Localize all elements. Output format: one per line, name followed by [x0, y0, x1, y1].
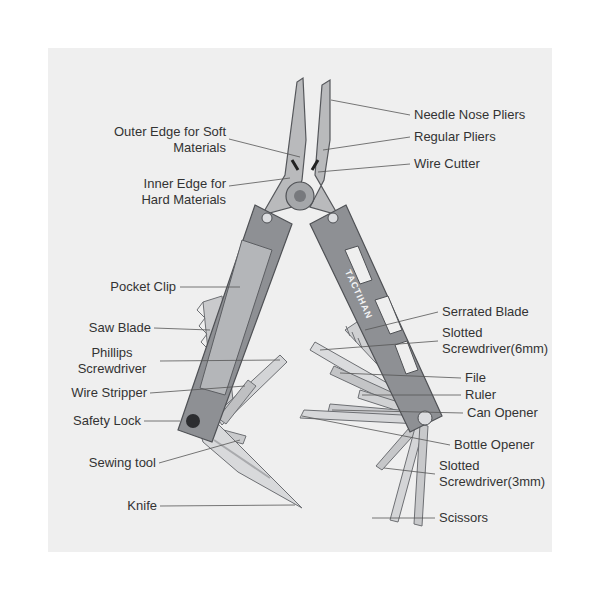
part-label: Pocket Clip	[110, 279, 176, 295]
part-label: Outer Edge for Soft Materials	[114, 124, 226, 156]
part-label: Wire Cutter	[414, 156, 480, 172]
part-label: Slotted Screwdriver(6mm)	[442, 325, 560, 357]
part-label: Scissors	[439, 510, 488, 526]
part-label: Can Opener	[467, 405, 538, 421]
part-label: Knife	[127, 498, 157, 514]
part-label: Safety Lock	[73, 413, 141, 429]
part-label: Saw Blade	[89, 320, 151, 336]
part-label: Phillips Screwdriver	[67, 345, 157, 377]
part-label: Needle Nose Pliers	[414, 107, 525, 123]
part-label: Serrated Blade	[442, 304, 529, 320]
part-label: Slotted Screwdriver(3mm)	[439, 458, 557, 490]
part-label: Ruler	[465, 387, 496, 403]
part-label: File	[465, 370, 486, 386]
part-label: Regular Pliers	[414, 129, 496, 145]
part-label: Wire Stripper	[71, 385, 147, 401]
part-label: Bottle Opener	[454, 437, 534, 453]
part-label: Inner Edge for Hard Materials	[114, 176, 226, 208]
part-label: Sewing tool	[89, 455, 156, 471]
